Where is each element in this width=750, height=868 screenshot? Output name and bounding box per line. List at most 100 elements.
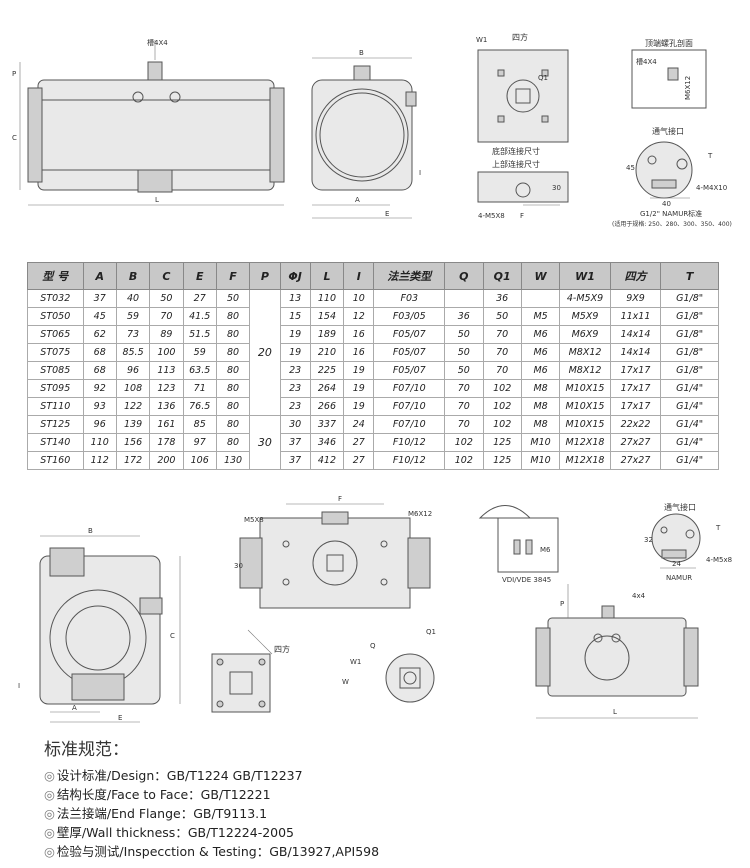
table-cell: 73 bbox=[115, 325, 151, 344]
table-cell: 264 bbox=[309, 379, 345, 398]
bottom-drawings: B C A E I M5X8 F M6X12 30 四方 Q Q1 W1 W bbox=[18, 495, 732, 723]
table-cell: 93 bbox=[82, 397, 117, 416]
top-conn-label: 上部连接尺寸 bbox=[492, 159, 540, 169]
table-cell: 178 bbox=[149, 433, 184, 452]
table-cell: ST065 bbox=[27, 325, 84, 344]
standard-item: ◎法兰接端/End Flange：GB/T9113.1 bbox=[44, 804, 644, 823]
table-cell: 40 bbox=[115, 289, 151, 308]
table-cell: 80 bbox=[215, 379, 251, 398]
dim-e-label: E bbox=[385, 210, 389, 218]
top-drawings: 槽4X4 P C L B A E I 四方 W1 Q1 底部连接尺寸 上部连接尺… bbox=[12, 32, 732, 228]
bullet-icon: ◎ bbox=[44, 787, 55, 802]
table-cell: ST140 bbox=[27, 433, 84, 452]
table-cell: M6 bbox=[520, 343, 561, 362]
table-header-cell: E bbox=[182, 262, 217, 290]
table-cell: 50 bbox=[215, 289, 251, 308]
bottom-w-label: W bbox=[342, 678, 349, 686]
standard-item: ◎结构长度/Face to Face：GB/T12221 bbox=[44, 785, 644, 804]
standard-text: 壁厚/Wall thickness：GB/T12224-2005 bbox=[56, 825, 295, 840]
table-cell: 45 bbox=[82, 307, 117, 326]
table-cell: 97 bbox=[182, 433, 217, 452]
table-cell: 27 bbox=[182, 289, 217, 308]
namur-view bbox=[635, 141, 693, 199]
table-cell: G1/8" bbox=[660, 307, 719, 326]
bottom-t-label: T bbox=[715, 524, 721, 532]
table-cell: 102 bbox=[482, 415, 522, 434]
table-header-cell: F bbox=[215, 262, 251, 290]
table-cell: 17x17 bbox=[609, 361, 662, 380]
table-cell: 10 bbox=[343, 289, 375, 308]
p-group-cell: 30 bbox=[249, 415, 281, 470]
table-cell: 130 bbox=[215, 451, 251, 470]
table-cell: 85 bbox=[182, 415, 217, 434]
top-hole-section bbox=[631, 49, 707, 109]
bottom-connection-view bbox=[477, 49, 569, 206]
table-cell: 24 bbox=[343, 415, 375, 434]
slot-label: 槽4X4 bbox=[147, 38, 168, 47]
bottom-dim-32: 32 bbox=[644, 536, 653, 544]
table-cell: 50 bbox=[444, 343, 484, 362]
table-cell: 102 bbox=[444, 433, 484, 452]
table-cell: 136 bbox=[149, 397, 184, 416]
table-cell: M12X18 bbox=[559, 433, 611, 452]
table-cell: 68 bbox=[82, 361, 117, 380]
table-cell: 102 bbox=[482, 379, 522, 398]
table-cell: 266 bbox=[309, 397, 345, 416]
bottom-l-label: L bbox=[613, 708, 617, 716]
table-cell: 70 bbox=[482, 325, 522, 344]
table-cell: 108 bbox=[115, 379, 151, 398]
table-cell: 80 bbox=[215, 343, 251, 362]
m6x12-label: M6X12 bbox=[684, 76, 692, 100]
table-cell: 27 bbox=[343, 451, 375, 470]
table-cell: ST075 bbox=[27, 343, 84, 362]
dim-a-label: A bbox=[355, 196, 360, 204]
table-cell: 50 bbox=[444, 361, 484, 380]
table-cell: 30 bbox=[279, 415, 311, 434]
table-cell: 102 bbox=[444, 451, 484, 470]
actuator-side-view bbox=[19, 40, 285, 206]
table-cell: M5 bbox=[520, 307, 561, 326]
table-cell: M8X12 bbox=[559, 343, 611, 362]
bottom-dim-24: 24 bbox=[672, 560, 681, 568]
standard-text: 法兰接端/End Flange：GB/T9113.1 bbox=[56, 806, 268, 821]
actuator-end-view bbox=[311, 57, 417, 219]
table-cell: 16 bbox=[343, 343, 375, 362]
table-header-cell: T bbox=[660, 262, 719, 290]
table-cell: 15 bbox=[279, 307, 311, 326]
table-cell: F03/05 bbox=[373, 307, 446, 326]
t-label: T bbox=[707, 152, 713, 160]
standards-title: 标准规范： bbox=[44, 740, 129, 760]
table-cell: M10 bbox=[520, 433, 561, 452]
table-cell: 14x14 bbox=[609, 343, 662, 362]
table-cell: M8 bbox=[520, 379, 561, 398]
table-cell: 63.5 bbox=[182, 361, 217, 380]
table-cell: 16 bbox=[343, 325, 375, 344]
table-cell: 80 bbox=[215, 307, 251, 326]
table-cell: 106 bbox=[182, 451, 217, 470]
table-cell: G1/4" bbox=[660, 397, 719, 416]
standard-item: ◎壁厚/Wall thickness：GB/T12224-2005 bbox=[44, 823, 644, 842]
table-cell: 346 bbox=[309, 433, 345, 452]
bottom-sq-label: 四方 bbox=[274, 644, 290, 654]
table-cell: 37 bbox=[82, 289, 117, 308]
table-cell: 27x27 bbox=[609, 433, 662, 452]
table-header-cell: P bbox=[249, 262, 281, 290]
table-cell: 76.5 bbox=[182, 397, 217, 416]
table-cell: 70 bbox=[482, 343, 522, 362]
table-cell: M8X12 bbox=[559, 361, 611, 380]
standard-text: 设计标准/Design：GB/T1224 GB/T12237 bbox=[56, 768, 303, 783]
table-cell: 71 bbox=[182, 379, 217, 398]
table-cell: 27 bbox=[343, 433, 375, 452]
table-cell: ST125 bbox=[27, 415, 84, 434]
p-group-cell: 20 bbox=[249, 289, 281, 416]
bottom-m6-label: M6 bbox=[540, 546, 551, 554]
table-header-cell: A bbox=[82, 262, 117, 290]
table-cell bbox=[520, 289, 561, 308]
table-cell: 112 bbox=[82, 451, 117, 470]
bottom-end-view bbox=[39, 535, 181, 723]
table-cell: 19 bbox=[279, 325, 311, 344]
table-cell: M6 bbox=[520, 325, 561, 344]
